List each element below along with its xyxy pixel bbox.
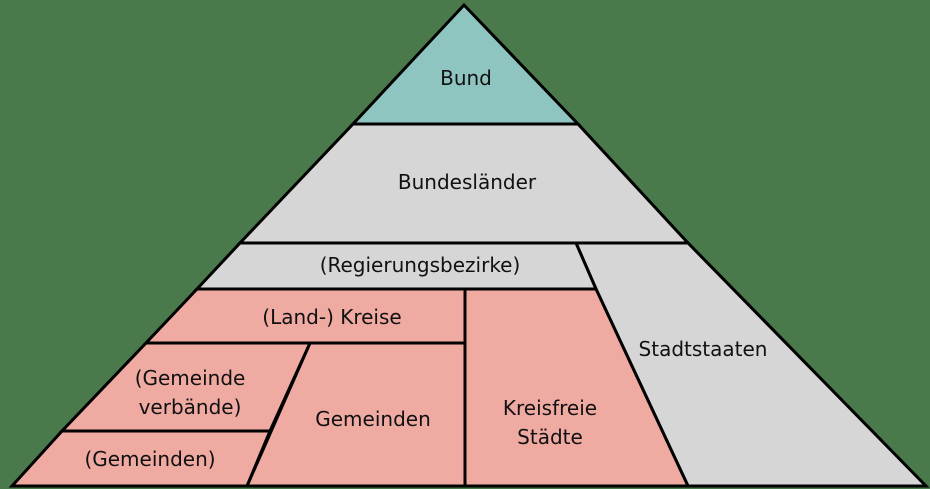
- bund-region: [349, 2, 582, 126]
- regierungsbezirke-label: (Regierungsbezirke): [320, 253, 521, 277]
- gemeinden-sub-label: (Gemeinden): [84, 447, 215, 471]
- stadtstaaten-label: Stadtstaaten: [639, 337, 768, 361]
- bund-label: Bund: [440, 66, 492, 90]
- kreisfreie-staedte-label-line1: Kreisfreie: [503, 396, 597, 420]
- kreisfreie-staedte-label-line2: Städte: [517, 425, 583, 449]
- bundeslaender-label: Bundesländer: [398, 170, 537, 194]
- land-kreise-label: (Land-) Kreise: [262, 305, 401, 329]
- gemeindeverbaende-label-line1: (Gemeinde: [135, 366, 246, 390]
- gemeinden-label: Gemeinden: [315, 407, 431, 431]
- gemeinden-sub-region: [8, 429, 273, 488]
- gemeindeverbaende-label-line2: verbände): [139, 395, 242, 419]
